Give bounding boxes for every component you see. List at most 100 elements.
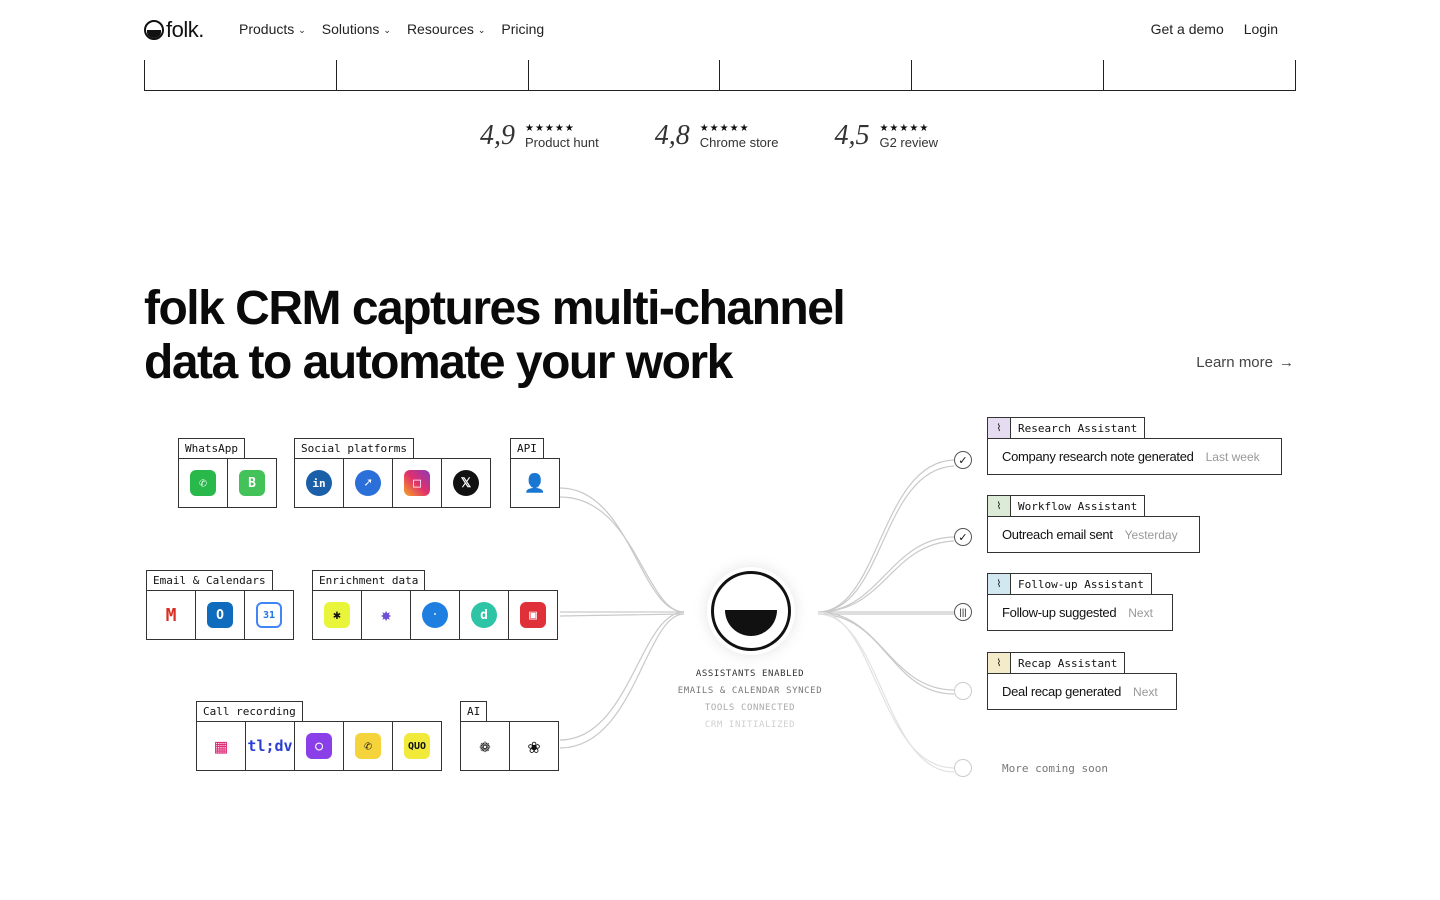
enrichment-cell-3[interactable]: • — [411, 591, 460, 639]
whatsapp-cell[interactable]: ✆ — [179, 459, 228, 507]
whatsapp-business-icon: B — [239, 470, 265, 496]
quo-cell[interactable]: QUO — [393, 722, 441, 770]
openai-icon: ❀ — [527, 734, 541, 758]
enrichment-cell-5[interactable]: ▣ — [509, 591, 557, 639]
line-workflow — [817, 536, 955, 613]
folk-center-logo — [711, 571, 791, 651]
assistant-icon: ⌇ — [988, 496, 1011, 517]
nav-solutions-label: Solutions — [321, 21, 380, 37]
rating-label: Product hunt — [525, 135, 599, 150]
nav-pricing[interactable]: Pricing — [501, 21, 544, 37]
nav-resources[interactable]: Resources⌄ — [407, 21, 485, 37]
nav-products[interactable]: Products⌄ — [239, 21, 306, 37]
claap-icon: ○ — [306, 733, 332, 759]
section-headline: folk CRM captures multi-channel data to … — [144, 282, 846, 389]
logo-text: folk. — [166, 17, 204, 42]
strip-cell — [912, 60, 1105, 90]
status-list: ASSISTANTS ENABLED EMAILS & CALENDAR SYN… — [640, 666, 860, 734]
openai-cell[interactable]: ❀ — [510, 722, 558, 770]
assistant-name: Research Assistant — [1018, 422, 1138, 435]
assistant-icon: ⌇ — [988, 574, 1011, 595]
group-label: Call recording — [196, 701, 303, 722]
line-api — [559, 487, 685, 613]
whatsapp-business-cell[interactable]: B — [228, 459, 276, 507]
event-time: Next — [1133, 684, 1158, 699]
folk-logo-icon — [144, 20, 164, 40]
rating-chrome-store: 4,8 ★★★★★Chrome store — [655, 120, 779, 152]
enrichment-cell-1[interactable]: ✱ — [313, 591, 362, 639]
gmail-icon: M — [165, 604, 177, 626]
status-emails: EMAILS & CALENDAR SYNCED — [677, 686, 823, 696]
outlook-cell[interactable]: O — [196, 591, 245, 639]
group-label: Email & Calendars — [146, 570, 273, 591]
line-ai — [559, 611, 685, 741]
arrow-right-icon: → — [1279, 354, 1294, 371]
more-coming-soon: More coming soon — [1002, 762, 1108, 775]
brain-icon: ✸ — [380, 604, 392, 626]
rating-score: 4,9 — [480, 120, 515, 151]
empty-node-icon — [954, 682, 972, 700]
status-crm: CRM INITIALIZED — [704, 720, 796, 730]
safari-cell[interactable]: ➚ — [344, 459, 393, 507]
nav-solutions[interactable]: Solutions⌄ — [322, 21, 391, 37]
group-label: Social platforms — [294, 438, 414, 459]
folk-logo[interactable]: folk. — [144, 18, 204, 42]
get-demo-link[interactable]: Get a demo — [1150, 21, 1224, 37]
gmail-cell[interactable]: M — [147, 591, 196, 639]
check-icon: ✓ — [954, 451, 972, 469]
strip-cell — [145, 60, 337, 90]
dropcontact-icon: d — [471, 602, 497, 628]
tldv-cell[interactable]: tl;dv — [246, 722, 295, 770]
assistant-name: Recap Assistant — [1018, 657, 1118, 670]
line-enrichment-2 — [559, 613, 685, 617]
event-title: Outreach email sent — [1002, 527, 1113, 542]
rating-g2: 4,5 ★★★★★G2 review — [834, 120, 938, 152]
quo-icon: QUO — [404, 733, 430, 759]
empty-node-icon — [954, 759, 972, 777]
line-more — [817, 611, 955, 769]
rating-score: 4,5 — [834, 120, 870, 151]
api-cell[interactable]: 👤 — [511, 459, 559, 507]
asterisk-icon: ✱ — [324, 602, 350, 628]
phone-icon: ✆ — [355, 733, 381, 759]
rating-product-hunt: 4,9 ★★★★★Product hunt — [480, 120, 599, 152]
x-icon: 𝕏 — [453, 470, 479, 496]
whatsapp-icon: ✆ — [190, 470, 216, 496]
line-ai-2 — [559, 613, 685, 749]
x-cell[interactable]: 𝕏 — [442, 459, 490, 507]
top-nav: folk. Products⌄ Solutions⌄ Resources⌄ Pr… — [0, 0, 1440, 60]
phone-cell[interactable]: ✆ — [344, 722, 393, 770]
ratings: 4,9 ★★★★★Product hunt 4,8 ★★★★★Chrome st… — [480, 120, 994, 152]
enrichment-cell-4[interactable]: d — [460, 591, 509, 639]
instagram-cell[interactable]: □ — [393, 459, 442, 507]
assistant-icon: ⌇ — [988, 418, 1011, 439]
group-label: API — [510, 438, 544, 459]
strip-cell — [529, 60, 721, 90]
enrichment-cell-2[interactable]: ✸ — [362, 591, 411, 639]
event-time: Last week — [1205, 449, 1260, 464]
cube-icon: ▣ — [520, 602, 546, 628]
chevron-down-icon: ⌄ — [477, 24, 486, 35]
perplexity-cell[interactable]: ❁ — [461, 722, 510, 770]
event-title: Follow-up suggested — [1002, 605, 1117, 620]
linkedin-cell[interactable]: in — [295, 459, 344, 507]
fireflies-icon: ▦ — [214, 734, 228, 758]
chevron-down-icon: ⌄ — [383, 24, 391, 35]
login-link[interactable]: Login — [1243, 21, 1278, 37]
assistant-event[interactable]: Deal recap generated Next — [987, 673, 1177, 710]
status-tools: TOOLS CONNECTED — [704, 703, 796, 713]
event-title: Deal recap generated — [1002, 684, 1122, 699]
line-api-2 — [559, 496, 685, 613]
outlook-icon: O — [207, 602, 233, 628]
claap-cell[interactable]: ○ — [295, 722, 344, 770]
fireflies-cell[interactable]: ▦ — [197, 722, 246, 770]
assistant-name: Workflow Assistant — [1018, 500, 1138, 513]
instagram-icon: □ — [404, 470, 430, 496]
compass-icon: ➚ — [355, 470, 381, 496]
google-calendar-cell[interactable]: 31 — [245, 591, 293, 639]
learn-more-link[interactable]: Learn more→ — [1196, 354, 1294, 371]
